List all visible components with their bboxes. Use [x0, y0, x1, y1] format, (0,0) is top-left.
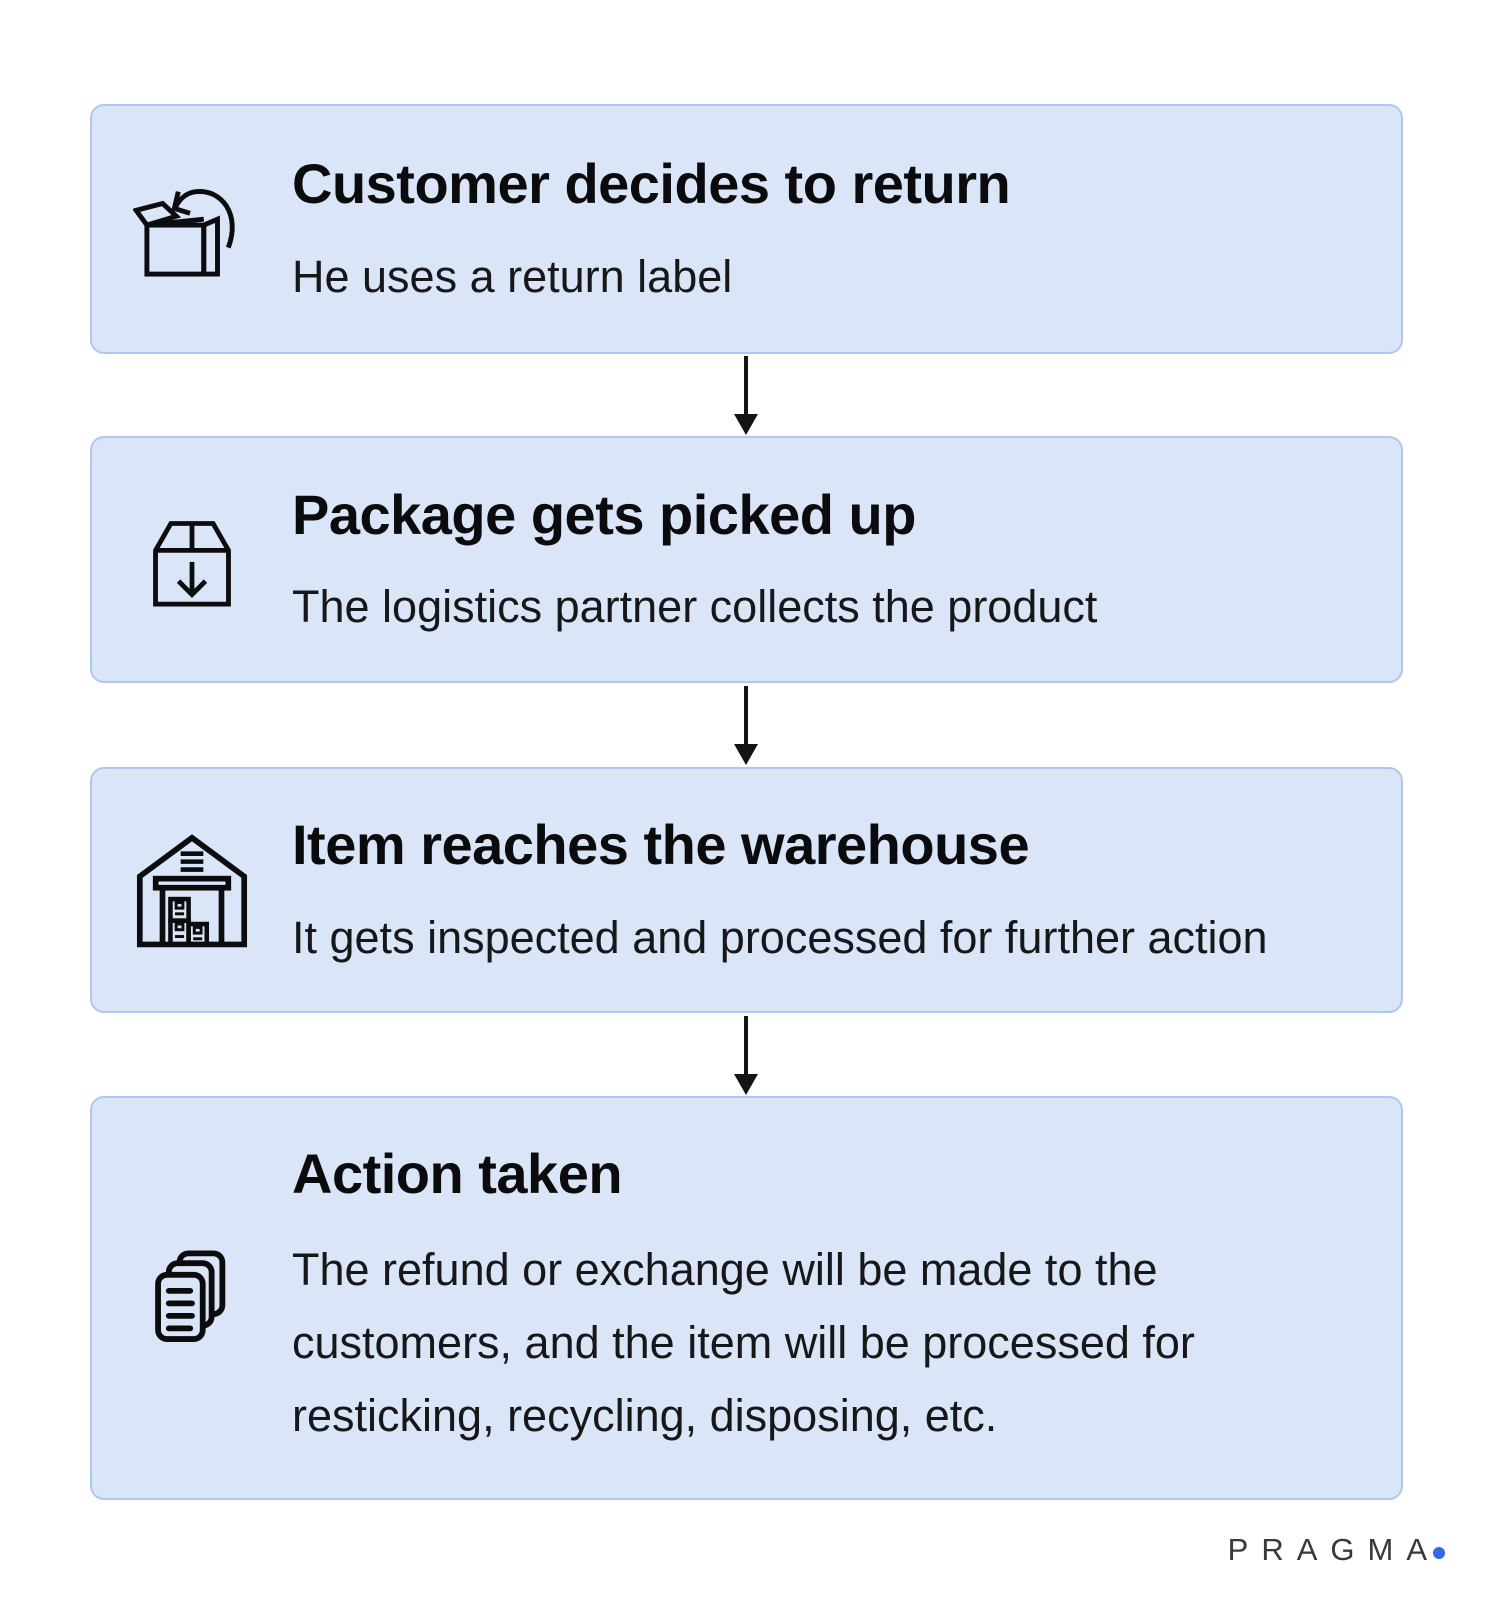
- step-icon-wrap: [92, 179, 292, 279]
- flow-arrow-down-icon: [734, 356, 758, 435]
- warehouse-icon: [136, 834, 248, 948]
- package-pickup-icon: [153, 520, 231, 607]
- arrow-shaft: [744, 686, 748, 744]
- arrow-head: [734, 1074, 758, 1095]
- step-card-warehouse: Item reaches the warehouse It gets inspe…: [90, 767, 1403, 1013]
- brand-name: PRAGMA: [1227, 1532, 1440, 1567]
- step-title: Item reaches the warehouse: [292, 813, 1030, 877]
- return-box-icon: [133, 189, 235, 277]
- step-title: Package gets picked up: [292, 482, 916, 546]
- flow-arrow-down-icon: [734, 1016, 758, 1095]
- step-description: The refund or exchange will be made to t…: [292, 1244, 1195, 1441]
- step-title: Action taken: [292, 1142, 623, 1206]
- step-icon-wrap: [92, 830, 292, 950]
- step-icon-wrap: [92, 1248, 292, 1348]
- arrow-shaft: [744, 356, 748, 414]
- documents-icon: [155, 1250, 226, 1342]
- arrow-shaft: [744, 1016, 748, 1074]
- step-icon-wrap: [92, 512, 292, 608]
- brand-dot-icon: [1433, 1547, 1445, 1559]
- brand-logo: PRAGMA: [1228, 1532, 1445, 1568]
- step-description: The logistics partner collects the produ…: [292, 581, 1098, 633]
- flow-arrow-down-icon: [734, 686, 758, 765]
- arrow-head: [734, 744, 758, 765]
- step-card-package-pickup: Package gets picked up The logistics par…: [90, 436, 1403, 683]
- arrow-head: [734, 414, 758, 435]
- step-description: He uses a return label: [292, 250, 733, 302]
- step-description: It gets inspected and processed for furt…: [292, 911, 1268, 963]
- step-card-customer-return: Customer decides to return He uses a ret…: [90, 104, 1403, 354]
- step-title: Customer decides to return: [292, 152, 1011, 216]
- step-card-action-taken: Action taken The refund or exchange will…: [90, 1096, 1403, 1500]
